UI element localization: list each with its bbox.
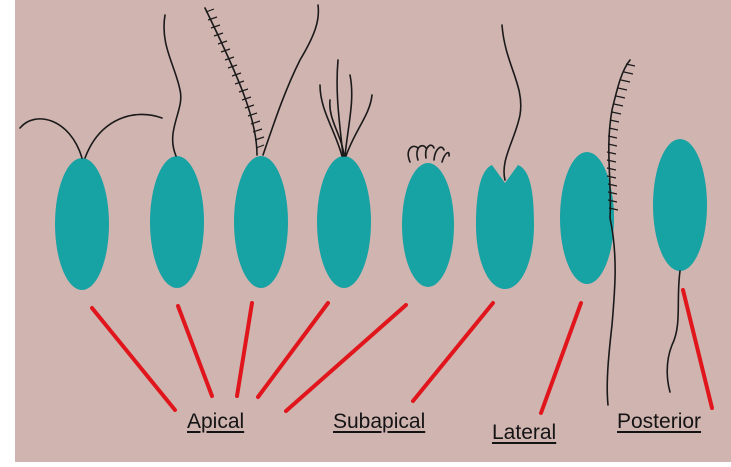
cell-1-body	[55, 158, 109, 290]
cell-2-body	[150, 156, 204, 288]
cell-5-body	[402, 163, 454, 287]
label-lateral: Lateral	[492, 421, 556, 445]
label-subapical: Subapical	[333, 410, 425, 434]
label-apical: Apical	[187, 410, 244, 434]
cell-7-body	[560, 152, 614, 284]
label-posterior: Posterior	[617, 410, 701, 434]
cell-4-body	[317, 156, 371, 288]
cell-6-body	[476, 165, 534, 289]
cell-3-body	[234, 156, 288, 288]
cell-8-body	[653, 139, 707, 271]
